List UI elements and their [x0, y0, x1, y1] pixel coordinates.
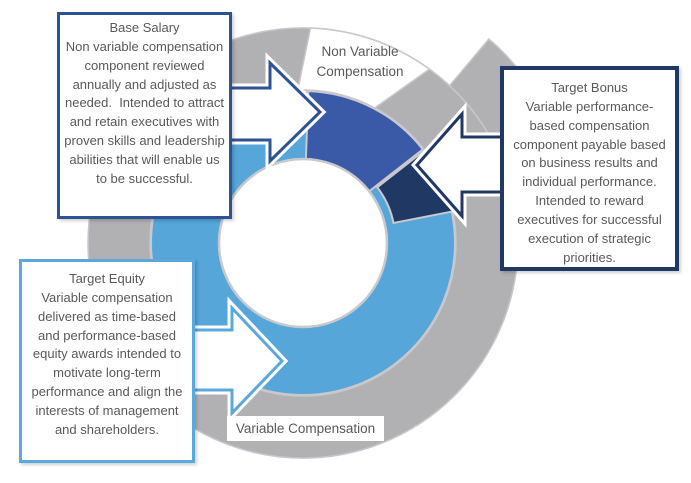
variable-compensation-label: Variable Compensation — [227, 416, 384, 441]
target-bonus-body: Variable performance-based compensation … — [513, 98, 670, 265]
target-equity-callout: Target Equity Variable compensation deli… — [19, 259, 195, 463]
target-equity-title: Target Equity — [69, 271, 145, 286]
target-equity-body: Variable compensation delivered as time-… — [31, 289, 187, 437]
donut-hole — [217, 157, 389, 329]
base-salary-body: Non variable compensation component revi… — [64, 38, 229, 186]
base-salary-callout: Base Salary Non variable compensation co… — [57, 12, 232, 219]
non-variable-compensation-label: Non Variable Compensation — [316, 44, 404, 79]
target-bonus-callout: Target Bonus Variable performance-based … — [500, 66, 679, 271]
base-salary-title: Base Salary — [109, 20, 180, 35]
target-bonus-title: Target Bonus — [551, 80, 628, 95]
